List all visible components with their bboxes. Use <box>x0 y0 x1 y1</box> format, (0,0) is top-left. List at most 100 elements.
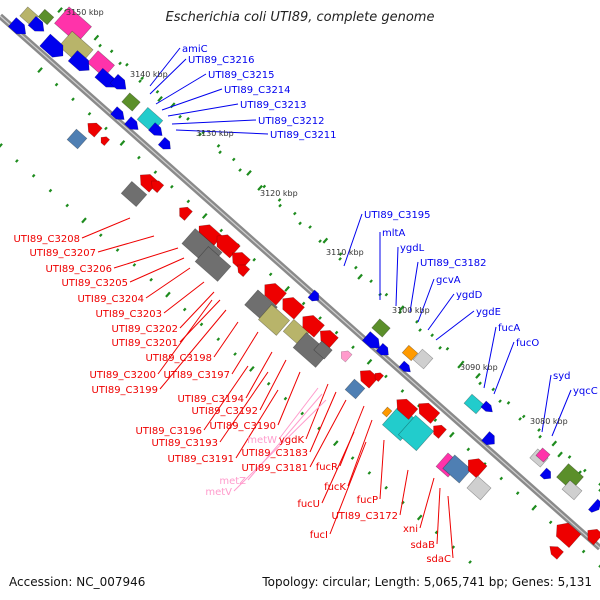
tick-mark <box>233 352 237 356</box>
gene-label: UTI89_C3183 <box>241 448 308 459</box>
tick-mark <box>98 233 103 238</box>
scale-label: 3110 kbp <box>326 248 364 257</box>
scale-label: 3120 kbp <box>260 189 298 198</box>
reverse-gene-arrow <box>556 522 582 549</box>
forward-gene-arrow <box>307 289 319 302</box>
gene-block <box>556 463 584 491</box>
tick-mark <box>322 237 329 244</box>
leader-line <box>149 58 187 95</box>
forward-gene-arrow <box>361 331 381 349</box>
gene-label: UTI89_C3204 <box>77 294 144 305</box>
forward-gene-arrow <box>481 431 495 446</box>
gene-label: xni <box>403 524 418 535</box>
reverse-gene-arrow <box>359 370 379 389</box>
gene-block <box>54 6 92 44</box>
gene-block <box>120 180 148 208</box>
reverse-gene-arrow <box>418 402 441 424</box>
genome-summary-text: Topology: circular; Length: 5,065,741 bp… <box>262 575 592 589</box>
reverse-gene-arrow <box>587 529 600 546</box>
tick-mark <box>284 285 290 292</box>
forward-gene-arrow <box>94 67 116 88</box>
leader-line <box>231 331 259 375</box>
tick-mark <box>537 428 541 432</box>
gene-block <box>466 475 492 501</box>
gene-label: UTI89_C3197 <box>163 370 230 381</box>
tick-mark <box>581 549 586 554</box>
gene-label: sdaB <box>410 540 435 551</box>
tick-mark <box>165 291 171 298</box>
tick-mark <box>301 301 306 306</box>
tick-mark <box>430 333 434 338</box>
tick-mark <box>65 203 70 208</box>
tick-mark <box>252 257 257 262</box>
gene-label: UTI89_C3203 <box>95 309 162 320</box>
tick-mark <box>398 310 402 315</box>
scale-label: 3150 kbp <box>66 8 104 17</box>
tick-mark <box>369 279 373 284</box>
leader-line <box>233 399 327 492</box>
tick-mark <box>468 560 472 564</box>
leader-line <box>329 441 367 535</box>
gene-label: sdaC <box>426 554 451 565</box>
forward-gene-arrow <box>124 116 139 130</box>
leader-line <box>245 351 273 399</box>
tick-mark <box>231 157 236 162</box>
gene-label: metW <box>247 435 277 446</box>
leader-line <box>436 487 441 545</box>
tick-mark <box>125 62 129 67</box>
gene-block <box>121 92 141 112</box>
tick-mark <box>466 447 471 452</box>
gene-block <box>442 454 472 484</box>
leader-line <box>213 321 239 358</box>
gene-block <box>371 318 391 338</box>
tick-mark <box>445 346 450 351</box>
tick-mark <box>318 239 322 244</box>
tick-mark <box>31 173 36 178</box>
tick-mark <box>155 89 160 94</box>
gene-label: fucI <box>310 530 328 541</box>
tick-mark <box>37 67 43 74</box>
reverse-gene-arrow <box>549 546 564 560</box>
tick-mark <box>48 188 53 193</box>
tick-mark <box>178 114 182 119</box>
tick-mark <box>531 504 538 511</box>
leader-line <box>247 393 323 481</box>
gene-label: UTI89_C3190 <box>209 421 276 432</box>
leader-line <box>309 399 347 468</box>
tick-mark <box>457 362 463 369</box>
tick-mark <box>238 168 242 172</box>
gene-label: fucR <box>316 462 338 473</box>
tick-mark <box>449 431 455 438</box>
tick-mark <box>119 140 126 146</box>
tick-mark <box>137 155 141 160</box>
leader-line <box>149 47 181 87</box>
tick-mark <box>277 198 282 202</box>
tick-mark <box>199 322 204 327</box>
tick-mark <box>351 345 355 350</box>
gene-label: ygdE <box>476 307 501 318</box>
tick-mark <box>366 358 373 365</box>
gene-label: fucK <box>324 482 346 493</box>
tick-mark <box>557 451 563 458</box>
tick-mark <box>384 374 388 379</box>
leader-line <box>145 267 191 299</box>
leader-line <box>155 73 207 105</box>
label-leader-lines <box>81 47 572 559</box>
gene-block <box>58 30 94 66</box>
tick-mark <box>54 82 59 87</box>
tick-mark <box>201 212 208 219</box>
accession-text: Accession: NC_007946 <box>9 575 146 589</box>
leader-line <box>259 359 287 411</box>
tick-mark <box>115 248 120 252</box>
tick-mark <box>357 273 363 280</box>
tick-mark <box>93 34 100 41</box>
reverse-gene-arrow <box>341 350 353 363</box>
reverse-gene-arrow <box>374 372 384 382</box>
tick-mark <box>318 316 322 320</box>
tick-mark <box>0 143 3 150</box>
reverse-gene-arrow <box>216 234 241 259</box>
leader-line <box>409 261 419 313</box>
gene-label: UTI89_C3172 <box>331 511 398 522</box>
tick-mark <box>398 305 405 312</box>
tick-mark <box>384 485 388 490</box>
